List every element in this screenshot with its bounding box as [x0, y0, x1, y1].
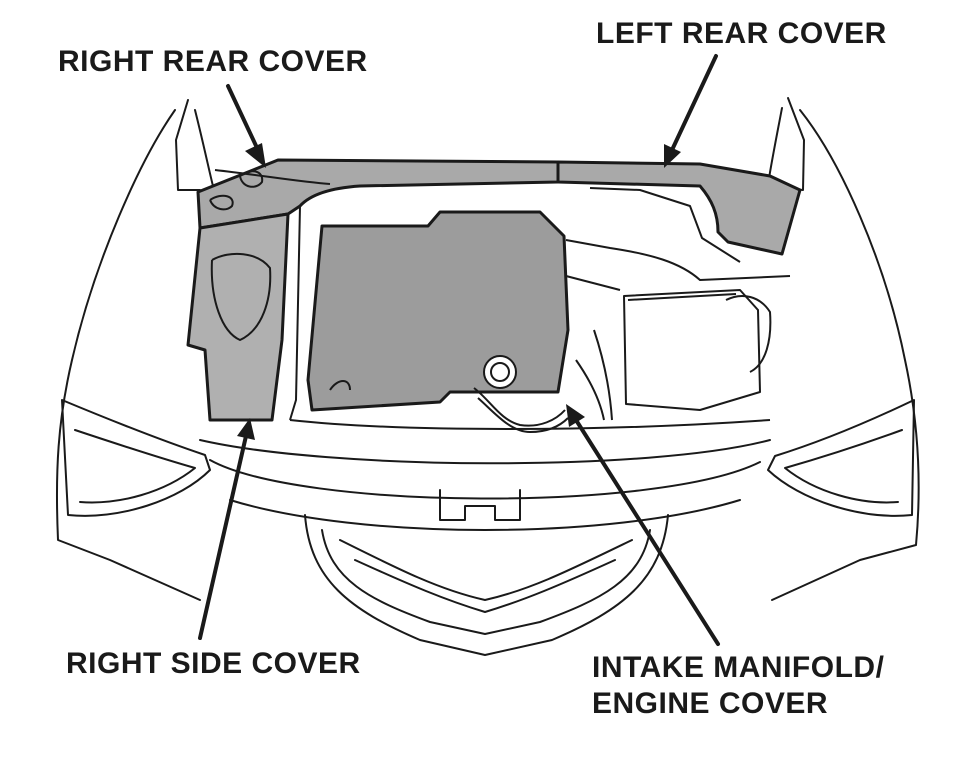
latch: [439, 489, 521, 521]
air-intake-duct-2: [565, 275, 621, 291]
grille-inner: [321, 529, 651, 635]
fuel-line-2: [477, 397, 569, 433]
arrow-line-left-rear: [670, 54, 718, 152]
engine-cover-lower-lip: [329, 380, 351, 391]
arrow-line-right-rear: [226, 84, 260, 152]
left-headlight-inner: [784, 429, 903, 504]
cowl-detail: [239, 170, 264, 188]
right-headlight: [61, 399, 211, 517]
arrow-head-left-rear: [664, 144, 681, 168]
cowl-detail-2: [209, 194, 234, 211]
grille-outer: [304, 514, 669, 656]
left-fender-outline: [771, 109, 920, 601]
left-rear-cover-shape: [556, 160, 802, 256]
hood-right-edge: [175, 99, 201, 191]
label-left-rear-cover: LEFT REAR COVER: [596, 17, 887, 50]
label-right-side-cover: RIGHT SIDE COVER: [66, 647, 361, 680]
right-side-cover-shape: [186, 212, 290, 422]
radiator-support: [209, 459, 761, 500]
bay-floor: [289, 419, 771, 430]
hose-left-2: [593, 329, 613, 421]
arrow-line-right-side: [198, 434, 248, 640]
cowl-line: [214, 169, 331, 185]
air-box: [589, 187, 741, 263]
bay-inner-right: [289, 205, 301, 421]
right-headlight-inner: [74, 429, 196, 504]
hood-left-support: [767, 107, 783, 186]
oil-filler-cap-inner: [490, 362, 510, 382]
label-intake-manifold-engine-cover: INTAKE MANIFOLD/ ENGINE COVER: [592, 650, 884, 722]
fuel-line: [473, 387, 566, 427]
arrow-head-right-side: [237, 418, 255, 440]
label-intake-line-2: ENGINE COVER: [592, 687, 829, 720]
air-intake-duct: [565, 239, 791, 281]
arrow-head-intake: [566, 404, 585, 427]
hood-right-support: [194, 109, 215, 191]
label-right-rear-cover: RIGHT REAR COVER: [58, 45, 368, 78]
strut-tower-right: [210, 252, 272, 341]
bumper-lower: [229, 499, 741, 531]
oil-filler-cap: [483, 355, 517, 389]
front-bumper-top: [199, 439, 771, 465]
arrow-line-intake: [574, 418, 720, 646]
label-intake-line-1: INTAKE MANIFOLD/: [592, 651, 885, 684]
grille-chevron: [339, 539, 633, 601]
grille-chevron-2: [354, 559, 616, 613]
battery-top: [627, 293, 737, 301]
right-fender-outline: [55, 109, 201, 601]
battery-box: [623, 289, 761, 411]
hose-left: [575, 359, 605, 421]
strut-tower-left: [725, 295, 772, 373]
arrow-head-right-rear: [245, 143, 266, 168]
engine-cover-shape: [306, 210, 570, 412]
left-headlight: [767, 399, 915, 517]
